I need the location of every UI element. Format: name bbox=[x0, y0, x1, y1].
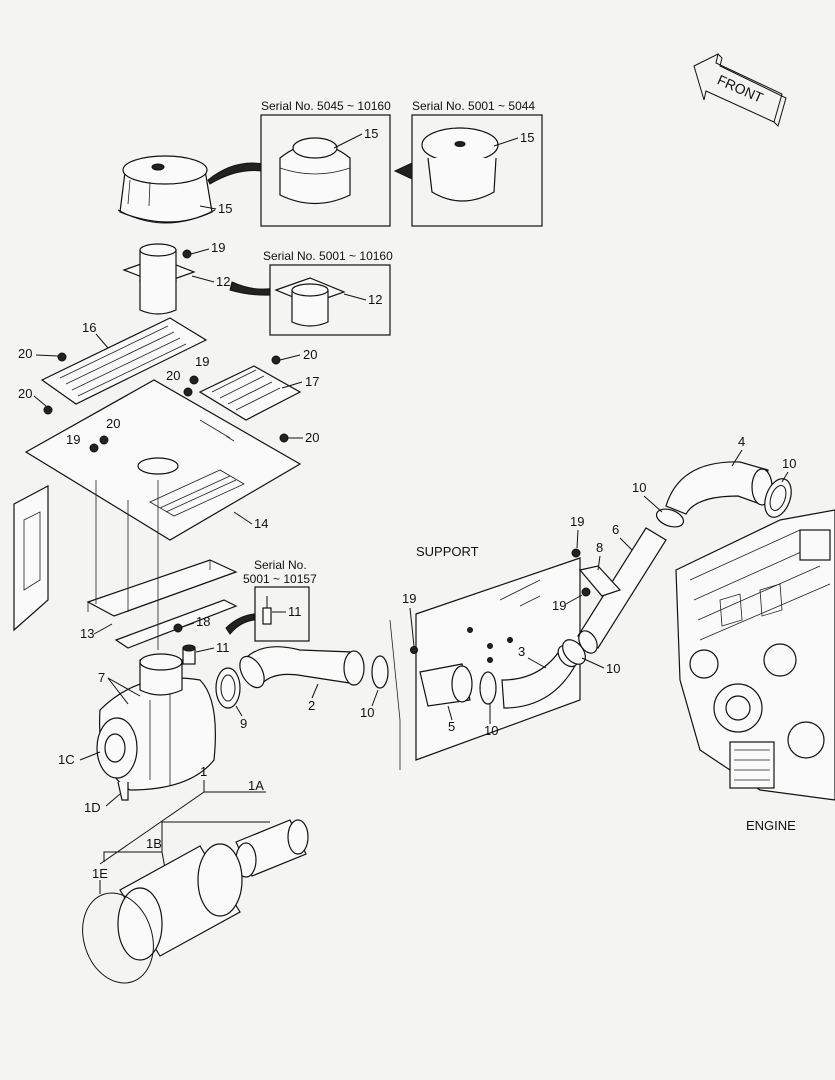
engine-label: ENGINE bbox=[746, 818, 796, 833]
hose-clamp-10e bbox=[764, 478, 792, 518]
callout-19-c: 19 bbox=[66, 432, 80, 447]
o-ring-seal bbox=[82, 892, 154, 984]
callout-1C: 1C bbox=[58, 752, 75, 767]
callout-1A: 1A bbox=[248, 778, 264, 793]
front-direction-arrow: FRONT bbox=[693, 53, 787, 127]
elbow-connector bbox=[419, 663, 473, 707]
callout-16: 16 bbox=[82, 320, 96, 335]
callout-6: 6 bbox=[612, 522, 619, 537]
precleaner-cap bbox=[117, 155, 216, 224]
callout-20-f: 20 bbox=[106, 416, 120, 431]
grille-panel-large bbox=[40, 317, 208, 405]
callout-1D: 1D bbox=[84, 800, 101, 815]
callout-4: 4 bbox=[738, 434, 745, 449]
callout-15-main: 15 bbox=[218, 201, 232, 216]
callout-3: 3 bbox=[518, 644, 525, 659]
callout-11-box: 11 bbox=[288, 604, 302, 619]
callout-12-box: 12 bbox=[368, 292, 382, 307]
callout-5: 5 bbox=[448, 719, 455, 734]
serial-box-2-label: Serial No. 5001 ~ 5044 bbox=[412, 99, 535, 113]
callout-1E: 1E bbox=[92, 866, 108, 881]
air-cleaner-housing bbox=[96, 653, 216, 801]
callout-9: 9 bbox=[240, 716, 247, 731]
front-label: FRONT bbox=[715, 72, 766, 106]
callout-19-b: 19 bbox=[195, 354, 209, 369]
callout-14: 14 bbox=[254, 516, 268, 531]
callout-19-f: 19 bbox=[552, 598, 566, 613]
hose-clamp-10d bbox=[655, 508, 685, 528]
callout-17: 17 bbox=[305, 374, 319, 389]
callout-10-b: 10 bbox=[484, 723, 498, 738]
callout-20-a: 20 bbox=[18, 346, 32, 361]
engine-block bbox=[675, 509, 835, 801]
callout-12-main: 12 bbox=[216, 274, 230, 289]
callout-11: 11 bbox=[216, 640, 230, 655]
serial-box-4-label-2: 5001 ~ 10157 bbox=[243, 572, 317, 586]
callout-15-box1: 15 bbox=[364, 126, 378, 141]
callout-1: 1 bbox=[200, 764, 207, 779]
precleaner-variant-a bbox=[279, 137, 351, 204]
serial-box-3 bbox=[269, 264, 391, 336]
hose-clamp-10b bbox=[479, 671, 497, 705]
support-bracket bbox=[389, 557, 581, 770]
side-bracket bbox=[13, 485, 49, 632]
hose-clamp-10a bbox=[371, 655, 389, 689]
callout-20-e: 20 bbox=[166, 368, 180, 383]
hose-clamp-9 bbox=[215, 667, 241, 709]
pipe-bracket bbox=[578, 565, 622, 597]
callout-18: 18 bbox=[196, 614, 210, 629]
callout-20-b: 20 bbox=[18, 386, 32, 401]
serial-box-3-label: Serial No. 5001 ~ 10160 bbox=[263, 249, 393, 263]
serial-box-4-label-1: Serial No. bbox=[254, 558, 307, 572]
callout-10-e: 10 bbox=[782, 456, 796, 471]
callout-19-d: 19 bbox=[402, 591, 416, 606]
intake-hose-4 bbox=[665, 461, 773, 515]
support-label: SUPPORT bbox=[416, 544, 479, 559]
serial-box-1-label: Serial No. 5045 ~ 10160 bbox=[261, 99, 391, 113]
callout-20-c: 20 bbox=[303, 347, 317, 362]
intake-pipe bbox=[577, 527, 667, 654]
restriction-indicator-variant bbox=[262, 596, 272, 625]
precleaner-variant-b bbox=[421, 127, 499, 202]
intake-hose bbox=[239, 646, 365, 689]
callout-8: 8 bbox=[596, 540, 603, 555]
callout-19-e: 19 bbox=[570, 514, 584, 529]
callout-20-d: 20 bbox=[305, 430, 319, 445]
restriction-indicator bbox=[182, 644, 196, 665]
adapter-variant bbox=[274, 277, 346, 327]
secondary-filter-element bbox=[235, 819, 309, 878]
mounting-plate bbox=[24, 379, 302, 541]
callout-7: 7 bbox=[98, 670, 105, 685]
primary-filter-element bbox=[117, 843, 243, 961]
grille-panel-small bbox=[198, 365, 302, 421]
callout-15-box2: 15 bbox=[520, 130, 534, 145]
callout-13: 13 bbox=[80, 626, 94, 641]
inlet-adapter bbox=[122, 243, 196, 315]
callout-10-a: 10 bbox=[360, 705, 374, 720]
callout-10-d: 10 bbox=[632, 480, 646, 495]
callout-19-top: 19 bbox=[211, 240, 225, 255]
callout-1B: 1B bbox=[146, 836, 162, 851]
callout-2: 2 bbox=[308, 698, 315, 713]
callout-10-c: 10 bbox=[606, 661, 620, 676]
